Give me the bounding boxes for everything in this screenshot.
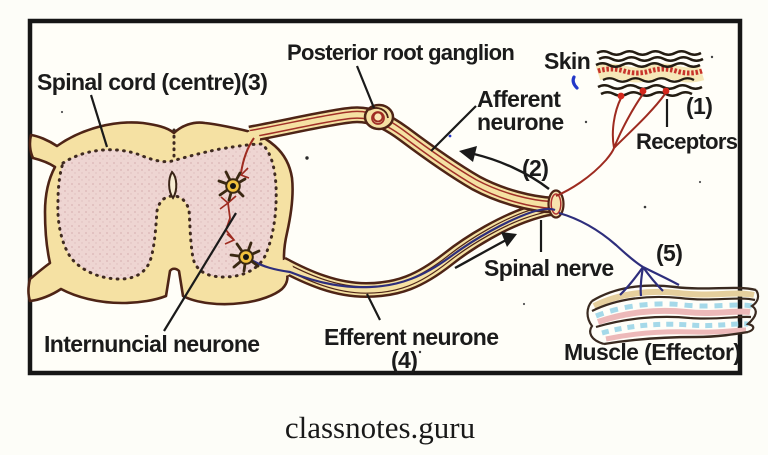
central-canal	[168, 170, 178, 200]
dorsal-root-mouth	[244, 131, 260, 147]
label-internuncial: Internuncial neurone	[44, 331, 259, 357]
label-spinal-nerve: Spinal nerve	[484, 255, 614, 281]
label-efferent: Efferent neurone	[324, 324, 498, 350]
leader-lines	[89, 65, 669, 332]
label-num5: (5)	[656, 240, 682, 266]
leader-afferent	[430, 105, 477, 152]
watermark-text: classnotes.guru	[285, 410, 475, 445]
efferent-direction-arrow	[454, 232, 517, 270]
skin-illustration	[571, 50, 705, 97]
leader-spinal-cord	[89, 94, 109, 148]
efferent-fiber	[249, 207, 680, 297]
spinal-nerve-cut-end	[547, 189, 565, 219]
afferent-fiber	[219, 93, 666, 245]
scan-specks	[60, 55, 714, 354]
label-posterior-root-ganglion: Posterior root ganglion	[287, 40, 514, 65]
leader-efferent	[366, 293, 381, 321]
motor-neuron-cell	[229, 241, 261, 273]
internuncial-neuron-cell	[217, 170, 247, 202]
label-num4: (4)	[391, 347, 417, 373]
label-num1: (1)	[686, 93, 712, 119]
label-skin: Skin	[544, 48, 590, 74]
grey-matter	[56, 128, 278, 281]
label-afferent-line2: neurone	[477, 109, 564, 135]
muscle-illustration	[586, 284, 760, 346]
label-spinal-cord: Spinal cord (centre)(3)	[37, 69, 267, 95]
label-receptors: Receptors	[636, 129, 738, 154]
posterior-root-ganglion-bump	[363, 103, 395, 131]
label-num2: (2)	[522, 155, 548, 181]
afferent-direction-arrow	[459, 146, 550, 190]
leader-internuncial	[163, 212, 237, 332]
blue-ink-mark	[571, 75, 579, 90]
leader-ganglion	[355, 65, 376, 109]
label-muscle: Muscle (Effector)	[564, 339, 740, 365]
ventral-root-mouth	[275, 260, 293, 276]
receptor-dots	[617, 87, 670, 100]
label-afferent-line1: Afferent	[477, 86, 561, 112]
